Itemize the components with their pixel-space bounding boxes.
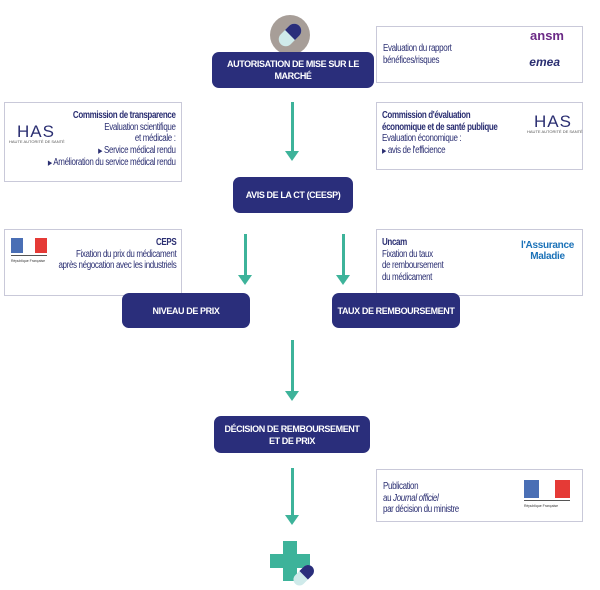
arrow-down bbox=[285, 468, 299, 525]
ceps-title: CEPS bbox=[155, 237, 177, 248]
step-decision: DÉCISION DE REMBOURSEMENT ET DE PRIX bbox=[214, 416, 370, 453]
journal-officiel: Journal officiel bbox=[393, 492, 439, 504]
triangle-right-icon: ▶ bbox=[98, 147, 103, 155]
republique-francaise-logo: République Française bbox=[524, 480, 570, 513]
arrow-down bbox=[285, 340, 299, 401]
republique-francaise-logo: République Française bbox=[11, 238, 47, 268]
ceps-line: après négocation avec les industriels bbox=[58, 260, 176, 271]
ct-bullet: Amélioration du service médical rendu bbox=[53, 157, 177, 168]
publication-line: Publication bbox=[383, 481, 419, 492]
ansm-logo: ansm bbox=[530, 28, 564, 43]
ansm-line: Evaluation du rapport bbox=[383, 43, 452, 54]
has-logo: HAS HAUTE AUTORITÉ DE SANTÉ bbox=[9, 122, 65, 144]
step-niveau-prix: NIVEAU DE PRIX bbox=[122, 293, 250, 328]
ceps-line: Fixation du prix du médicament bbox=[75, 248, 177, 260]
pill-icon bbox=[270, 15, 310, 55]
ct-line: Evaluation scientifique bbox=[104, 121, 177, 133]
ceps-box: République Française CEPS Fixation du pr… bbox=[4, 229, 182, 296]
ansm-box: Evaluation du rapport bénéfices/risques … bbox=[376, 26, 583, 83]
uncam-line: du médicament bbox=[382, 271, 433, 283]
ct-bullet: Service médical rendu bbox=[104, 144, 176, 156]
assurance-maladie-logo: l'Assurance Maladie bbox=[521, 240, 574, 262]
publication-line: par décision du ministre bbox=[383, 504, 459, 515]
ct-line: et médicale : bbox=[135, 133, 176, 144]
arrow-down bbox=[238, 234, 252, 285]
has-logo: HAS HAUTE AUTORITÉ DE SANTÉ bbox=[527, 112, 583, 134]
ct-box: HAS HAUTE AUTORITÉ DE SANTÉ Commission d… bbox=[4, 102, 182, 182]
ansm-line: bénéfices/risques bbox=[383, 54, 440, 66]
ceesp-line: Evaluation économique : bbox=[382, 133, 462, 144]
ceesp-title: économique et de santé publique bbox=[382, 121, 498, 133]
arrow-down bbox=[285, 102, 299, 161]
emea-logo: emea bbox=[529, 55, 560, 69]
step-taux: TAUX DE REMBOURSEMENT bbox=[332, 293, 460, 328]
triangle-right-icon: ▶ bbox=[382, 147, 386, 155]
ceesp-bullet: avis de l'efficience bbox=[387, 144, 446, 156]
ceesp-title: Commission d'évaluation bbox=[382, 110, 471, 121]
uncam-box: Uncam Fixation du taux de remboursement … bbox=[376, 229, 583, 296]
medical-cross-pill-icon bbox=[270, 541, 314, 586]
uncam-title: Uncam bbox=[382, 237, 407, 248]
publication-box: Publication au Journal officiel par déci… bbox=[376, 469, 583, 522]
decision-line: DÉCISION DE REMBOURSEMENT bbox=[224, 423, 360, 434]
ceesp-box: Commission d'évaluation économique et de… bbox=[376, 102, 583, 170]
decision-line: ET DE PRIX bbox=[268, 435, 315, 446]
uncam-line: de remboursement bbox=[382, 260, 444, 271]
ct-title: Commission de transparence bbox=[73, 110, 176, 121]
triangle-right-icon: ▶ bbox=[48, 160, 53, 167]
arrow-down bbox=[336, 234, 350, 285]
step-amm: AUTORISATION DE MISE SUR LE MARCHÉ bbox=[212, 52, 374, 88]
uncam-line: Fixation du taux bbox=[382, 248, 433, 260]
publication-line: au bbox=[383, 492, 394, 504]
step-avis: AVIS DE LA CT (CEESP) bbox=[233, 177, 353, 213]
